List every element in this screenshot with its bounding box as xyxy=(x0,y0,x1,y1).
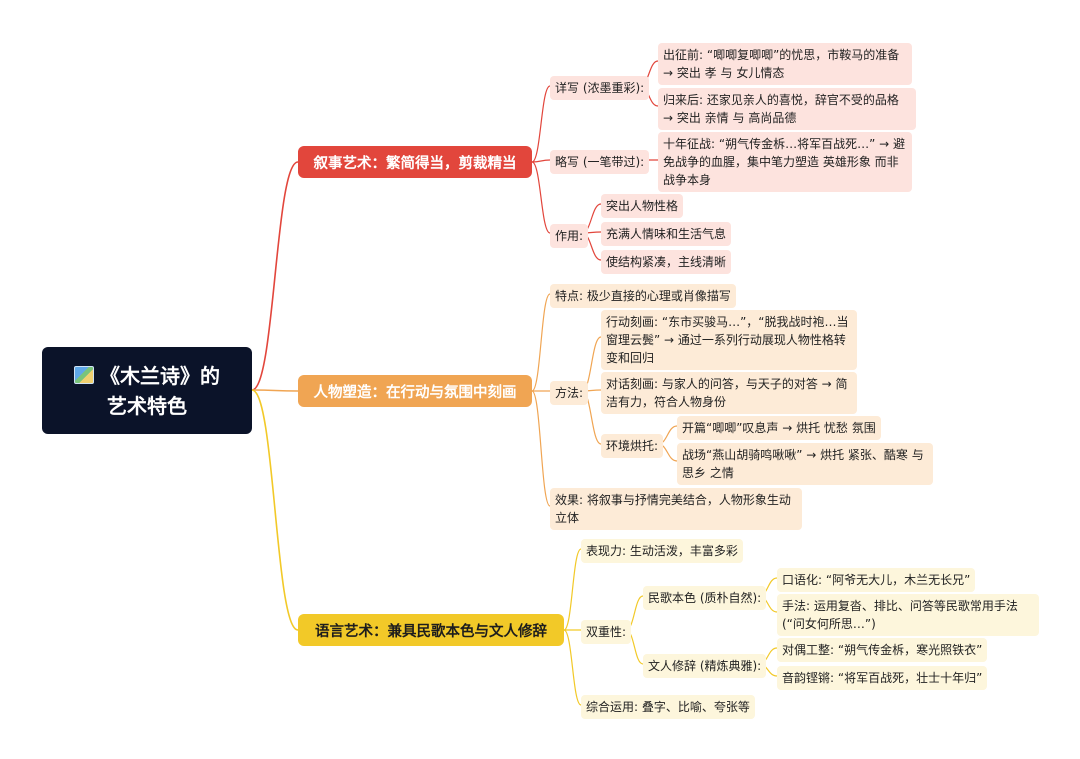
literati-item[interactable]: 音韵铿锵: “将军百战死，壮士十年归” xyxy=(777,666,988,690)
folk-label[interactable]: 民歌本色 (质朴自然): xyxy=(643,586,767,610)
folk-item[interactable]: 口语化: “阿爷无大儿，木兰无长兄” xyxy=(777,568,976,592)
environment-label[interactable]: 环境烘托: xyxy=(601,434,664,458)
connector-line xyxy=(531,85,551,163)
detail-after-war[interactable]: 归来后: 还家见亲人的喜悦，辞官不受的品格 → 突出 亲情 与 高尚品德 xyxy=(658,88,916,130)
environment-item[interactable]: 战场“燕山胡骑鸣啾啾” → 烘托 紧张、酷寒 与 思乡 之情 xyxy=(677,443,933,485)
method-label[interactable]: 方法: xyxy=(550,381,589,405)
connector-line xyxy=(531,161,551,234)
root-topic[interactable]: 《木兰诗》的 艺术特色 xyxy=(42,347,252,434)
branch-character[interactable]: 人物塑造：在行动与氛围中刻画 xyxy=(298,375,532,407)
effect-label[interactable]: 作用: xyxy=(550,224,589,248)
root-title-line1: 《木兰诗》的 xyxy=(100,363,220,388)
character-feature[interactable]: 特点: 极少直接的心理或肖像描写 xyxy=(550,284,736,308)
effect-item[interactable]: 突出人物性格 xyxy=(601,194,684,218)
method-action[interactable]: 行动刻画: “东市买骏马…”，“脱我战时袍…当窗理云鬓” → 通过一系列行动展现… xyxy=(601,310,857,370)
language-expressive[interactable]: 表现力: 生动活泼，丰富多彩 xyxy=(581,539,743,563)
connector-line xyxy=(531,390,551,507)
connector-line xyxy=(251,161,299,391)
folk-item[interactable]: 手法: 运用复沓、排比、问答等民歌常用手法 (“问女何所思…”) xyxy=(777,594,1039,636)
duality-label[interactable]: 双重性: xyxy=(581,620,632,644)
map-icon xyxy=(74,365,94,384)
branch-narrative[interactable]: 叙事艺术：繁简得当，剪裁精当 xyxy=(298,146,532,178)
language-combined[interactable]: 综合运用: 叠字、比喻、夸张等 xyxy=(581,695,755,719)
detail-label[interactable]: 详写 (浓墨重彩): xyxy=(550,76,650,100)
connector-line xyxy=(563,629,582,706)
character-result[interactable]: 效果: 将叙事与抒情完美结合，人物形象生动立体 xyxy=(550,488,802,530)
method-dialogue[interactable]: 对话刻画: 与家人的问答，与天子的对答 → 简洁有力，符合人物身份 xyxy=(601,372,857,414)
effect-item[interactable]: 使结构紧凑，主线清晰 xyxy=(601,250,732,274)
connector-line xyxy=(563,548,582,631)
literati-item[interactable]: 对偶工整: “朔气传金柝，寒光照铁衣” xyxy=(777,638,988,662)
environment-item[interactable]: 开篇“唧唧”叹息声 → 烘托 忧愁 氛围 xyxy=(677,416,881,440)
brief-label[interactable]: 略写 (一笔带过): xyxy=(550,150,650,174)
brief-ten-years[interactable]: 十年征战: “朔气传金柝…将军百战死…” → 避免战争的血腥，集中笔力塑造 英雄… xyxy=(658,132,912,192)
branch-language[interactable]: 语言艺术：兼具民歌本色与文人修辞 xyxy=(298,614,564,646)
connector-line xyxy=(251,389,299,392)
connector-line xyxy=(531,293,551,392)
connector-line xyxy=(531,159,551,163)
effect-item[interactable]: 充满人情味和生活气息 xyxy=(601,222,732,246)
connector-line xyxy=(251,389,299,631)
root-title-line2: 艺术特色 xyxy=(107,393,187,418)
literati-label[interactable]: 文人修辞 (精炼典雅): xyxy=(643,654,767,678)
detail-before-war[interactable]: 出征前: “唧唧复唧唧”的忧思，市鞍马的准备 → 突出 孝 与 女儿情态 xyxy=(658,43,912,85)
